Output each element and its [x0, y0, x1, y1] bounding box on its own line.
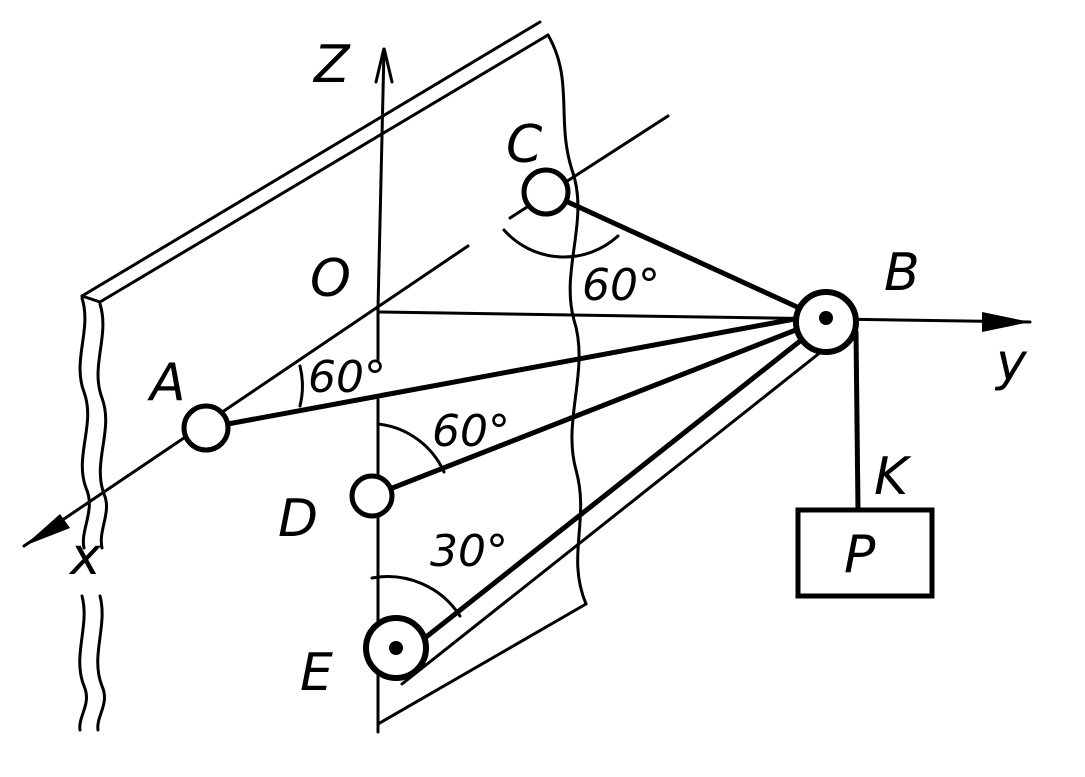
label-b: B — [884, 243, 920, 303]
wall-right-break — [546, 33, 588, 606]
labels: Z y x O A B C D E K P 60° 60° 60° 30° — [68, 35, 1028, 703]
label-e: E — [300, 643, 333, 703]
label-k: K — [874, 447, 912, 507]
label-y: y — [994, 333, 1028, 393]
pulley-b-axle — [819, 311, 833, 325]
rod-ab — [203, 315, 803, 431]
rod-db — [369, 323, 809, 499]
angle-arcs — [298, 228, 620, 618]
arc-e — [370, 575, 462, 618]
z-axis-arrowhead — [374, 47, 394, 84]
angle-o: 60° — [308, 352, 386, 403]
wall-bottom-edge — [376, 602, 588, 726]
rods — [203, 189, 861, 686]
label-a: A — [147, 353, 186, 413]
x-axis-arrowhead — [24, 514, 70, 546]
angle-e: 30° — [430, 526, 508, 577]
arc-d — [376, 422, 446, 474]
label-d: D — [278, 489, 318, 549]
label-p: P — [844, 525, 876, 585]
angle-c: 60° — [582, 260, 660, 311]
label-c: C — [506, 115, 543, 175]
label-x: x — [68, 527, 102, 587]
y-axis — [376, 310, 1032, 324]
wall-left-break — [78, 296, 91, 550]
joints — [181, 167, 859, 681]
arc-o — [298, 364, 304, 408]
pulley-e-axle — [389, 641, 403, 655]
label-z: Z — [312, 35, 351, 95]
hinge-a — [181, 403, 231, 453]
x-axis — [22, 244, 470, 548]
rope-eb — [400, 338, 838, 686]
label-o: O — [310, 249, 351, 309]
rod-cb — [543, 189, 811, 315]
rope-bk — [853, 329, 861, 513]
angle-d: 60° — [432, 406, 510, 457]
wall-left-break-lower — [78, 594, 88, 732]
hinge-c — [521, 167, 571, 217]
arc-c — [502, 228, 620, 259]
load-block — [795, 507, 935, 599]
coordinate-axes — [22, 47, 1032, 734]
hinge-d — [349, 473, 395, 519]
wall-plate — [78, 20, 588, 732]
rod-eb — [389, 327, 817, 667]
y-axis-arrowhead — [982, 312, 1030, 332]
